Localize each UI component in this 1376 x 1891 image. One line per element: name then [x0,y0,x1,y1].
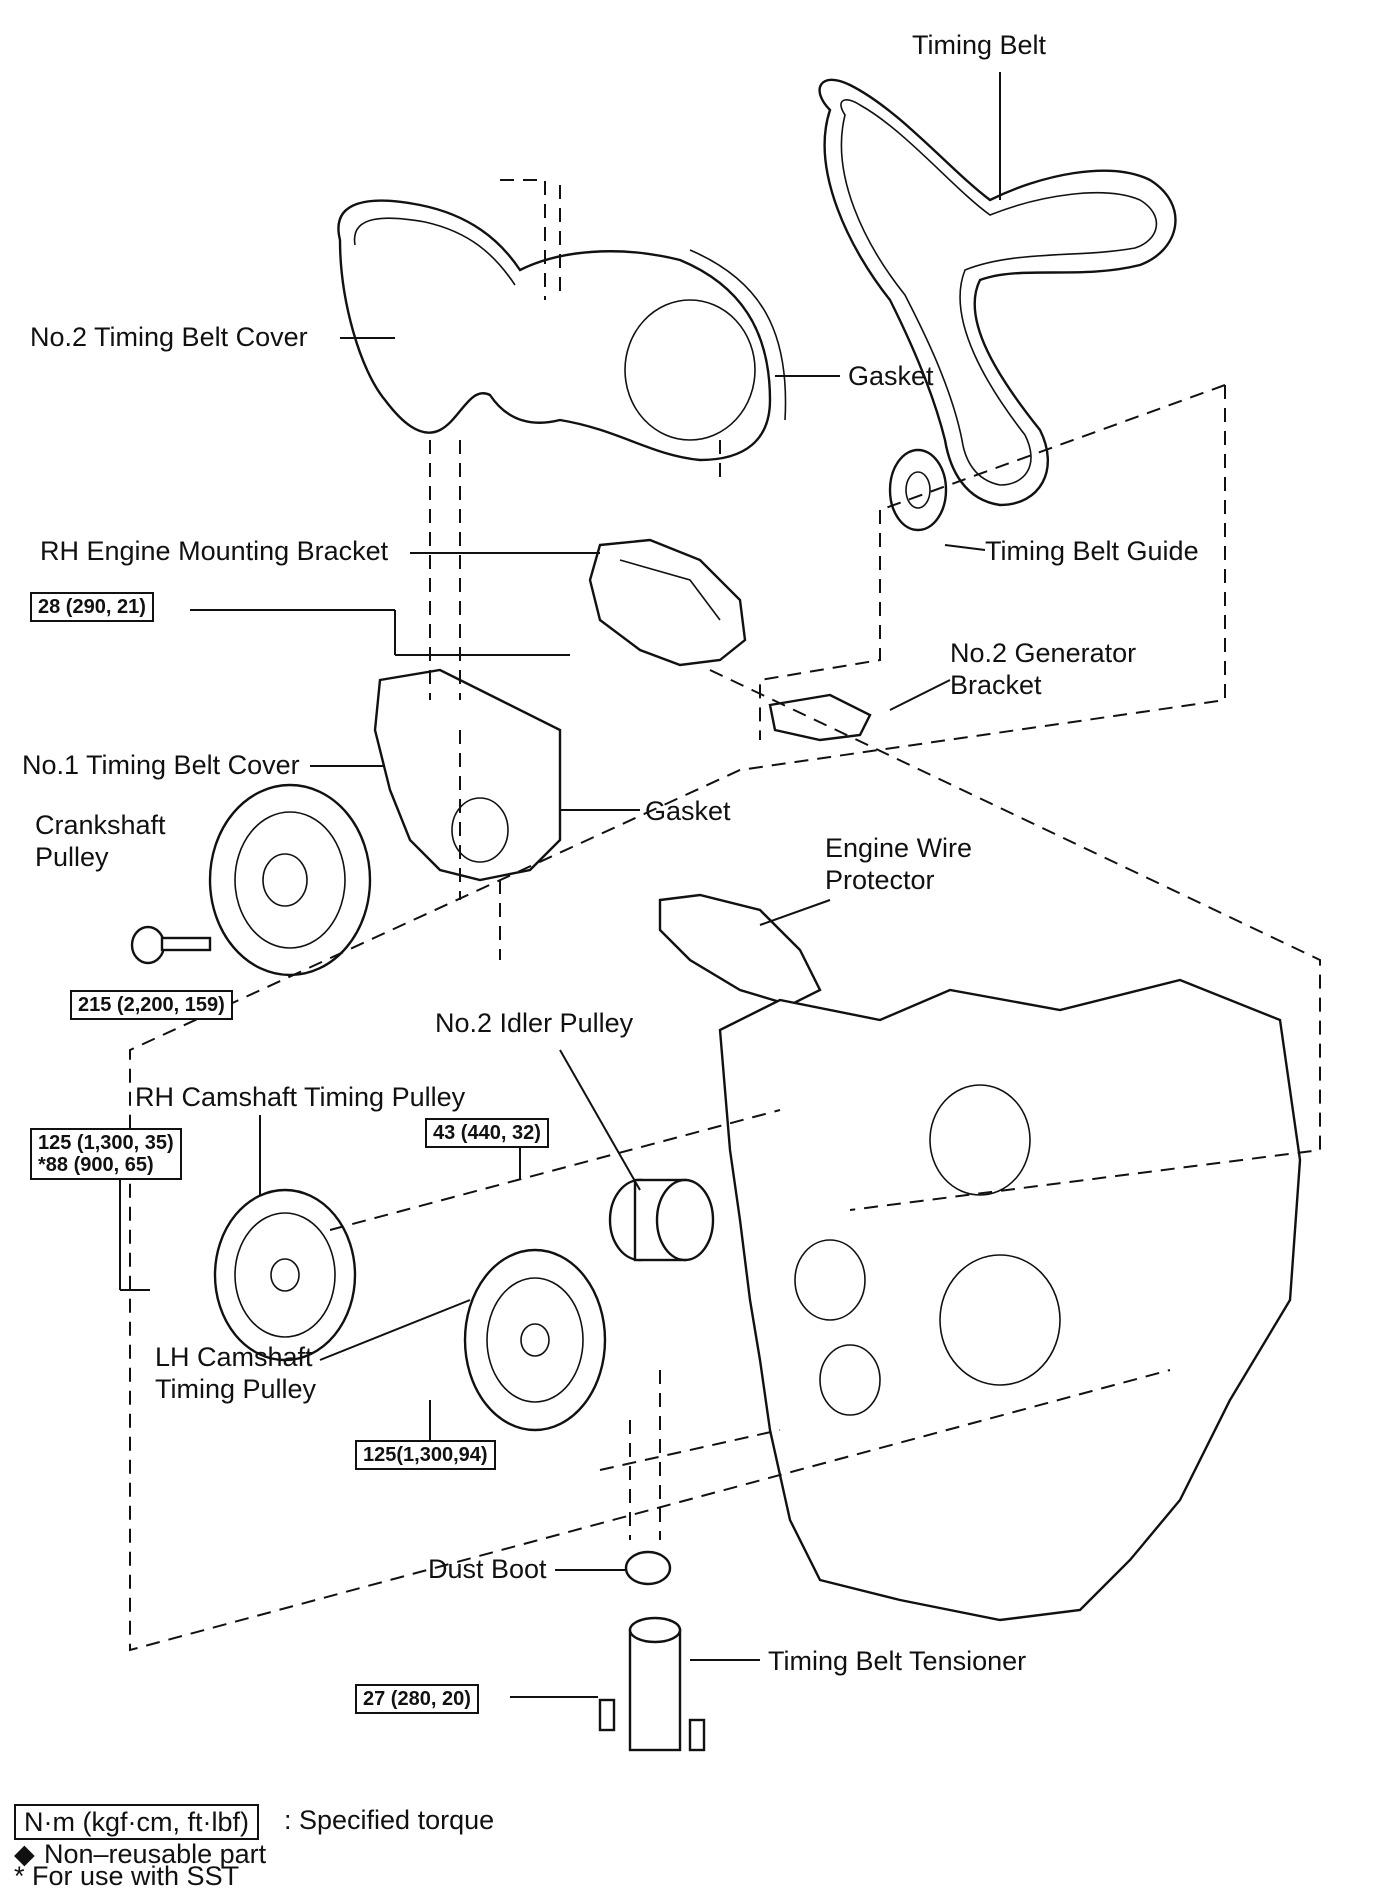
timing-belt-tensioner-label: Timing Belt Tensioner [768,1646,1027,1676]
no2-generator-bracket-part [768,693,872,742]
lh-camshaft-timing-pulley-label-line2: Timing Pulley [155,1374,317,1404]
torque-crankshaft-bolt: 215 (2,200, 159) [70,990,233,1020]
crankshaft-pulley-part [208,783,372,977]
crankshaft-bolt-part [130,925,212,965]
engine-wire-protector-label-line1: Engine Wire [825,833,973,863]
torque-tensioner-bolt: 27 (280, 20) [355,1684,479,1714]
no2-idler-pulley-part [608,1178,715,1262]
timing-belt-guide-part [888,448,948,532]
rh-camshaft-timing-pulley-part [213,1188,357,1362]
leader-lines [119,72,1001,1698]
torque-value-line1: 125 (1,300, 35) [38,1132,174,1154]
dashed-assembly-lines [129,179,1321,1652]
torque-camshaft-bolt: 125 (1,300, 35) *88 (900, 65) [30,1128,182,1180]
no2-timing-belt-cover-part [337,199,787,462]
no2-idler-pulley-label: No.2 Idler Pulley [435,1008,634,1038]
legend-sst: * For use with SST [14,1861,240,1891]
rh-camshaft-timing-pulley-label: RH Camshaft Timing Pulley [135,1082,466,1112]
no2-generator-bracket-label-line2: Bracket [950,670,1042,700]
no2-generator-bracket-label-line1: No.2 Generator [950,638,1137,668]
torque-lh-camshaft-bolt: 125(1,300,94) [355,1440,496,1470]
torque-value: 125(1,300,94) [363,1444,488,1466]
gasket-lower-label: Gasket [645,796,731,826]
no1-timing-belt-cover-label: No.1 Timing Belt Cover [22,750,300,780]
torque-value: 27 (280, 20) [363,1688,471,1710]
legend-non-reusable: Non–reusable part [44,1839,267,1869]
torque-value: 28 (290, 21) [38,596,146,618]
torque-idler-pulley-bolt: 43 (440, 32) [425,1118,549,1148]
rh-engine-mounting-bracket-label: RH Engine Mounting Bracket [40,536,389,566]
torque-mounting-bracket: 28 (290, 21) [30,592,154,622]
crankshaft-pulley-label-line1: Crankshaft [35,810,166,840]
torque-value: 215 (2,200, 159) [78,994,225,1016]
legend-torque-box: N·m (kgf·cm, ft·lbf) [14,1804,259,1840]
legend-torque-desc: : Specified torque [284,1805,495,1835]
dust-boot-label: Dust Boot [428,1554,547,1584]
no1-timing-belt-cover-part [373,668,562,882]
lh-camshaft-timing-pulley-part [463,1248,607,1432]
engine-wire-protector-label-line2: Protector [825,865,935,895]
engine-block-part [718,978,1302,1622]
rh-engine-mounting-bracket-part [588,538,747,667]
torque-value-line2: *88 (900, 65) [38,1154,154,1176]
no2-timing-belt-cover-label: No.2 Timing Belt Cover [30,322,308,352]
timing-belt-guide-label: Timing Belt Guide [985,536,1199,566]
timing-belt-part [818,78,1177,507]
crankshaft-pulley-label-line2: Pulley [35,842,109,872]
timing-belt-label: Timing Belt [912,30,1047,60]
timing-belt-tensioner-part [598,1550,706,1752]
legend-non-reusable-symbol: ◆ [14,1839,35,1869]
torque-value: 43 (440, 32) [433,1122,541,1144]
lh-camshaft-timing-pulley-label-line1: LH Camshaft [155,1342,313,1372]
gasket-upper-label: Gasket [848,361,934,391]
engine-wire-protector-part [658,893,822,1007]
